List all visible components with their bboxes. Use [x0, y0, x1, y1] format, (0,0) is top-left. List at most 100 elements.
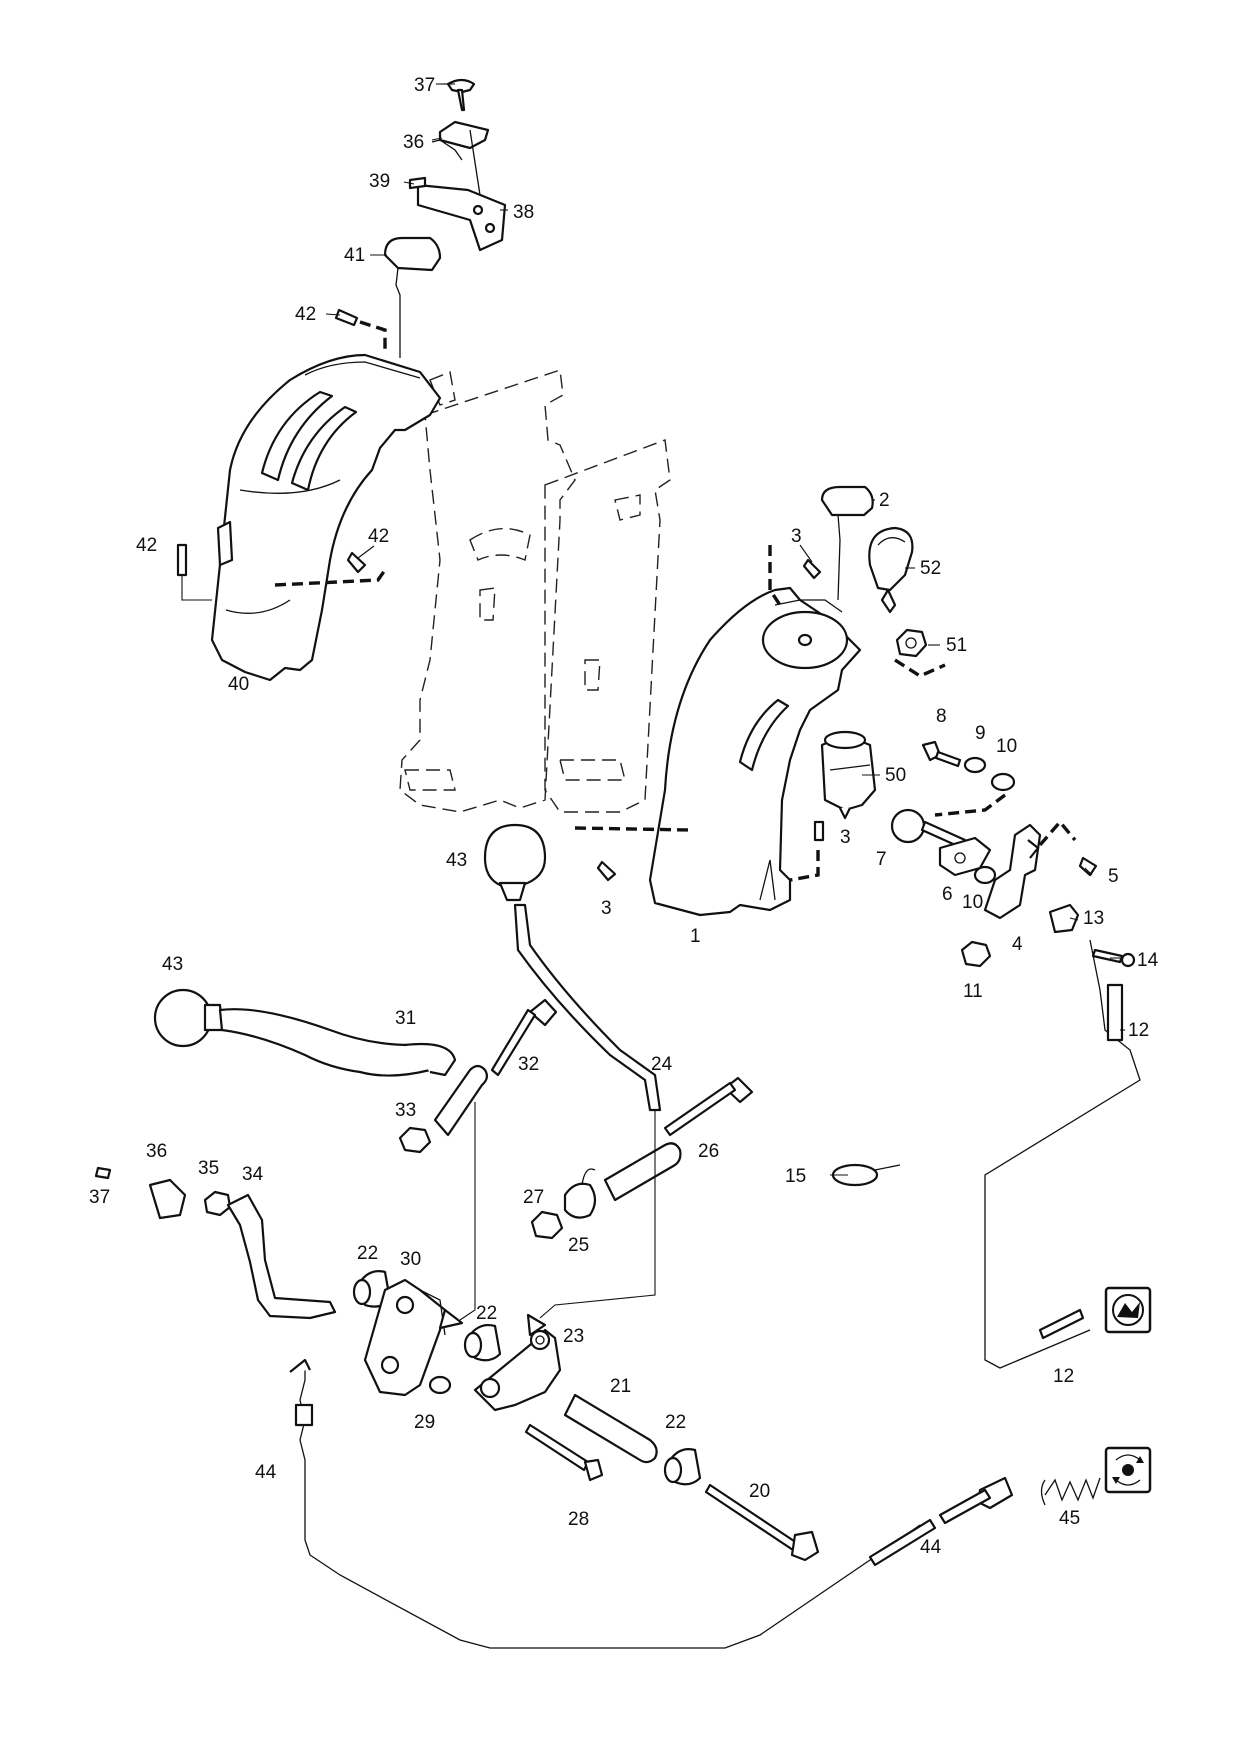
tube-33: [398, 1064, 489, 1154]
screws-3: [574, 558, 825, 882]
top-bracket-group: [408, 78, 507, 252]
bracket-34: [226, 1193, 337, 1320]
washer-10: [973, 865, 997, 885]
label-1: 1: [690, 926, 701, 947]
label-42: 42: [136, 535, 157, 556]
knob-2: [820, 485, 874, 601]
label-26: 26: [698, 1141, 719, 1162]
label-22: 22: [357, 1243, 378, 1264]
label-34: 34: [242, 1164, 264, 1185]
screws-42: [176, 308, 387, 587]
label-10: 10: [962, 892, 983, 913]
label-42: 42: [368, 526, 389, 547]
label-11: 11: [963, 981, 983, 1002]
label-37: 37: [89, 1187, 110, 1208]
knob-41: [383, 236, 442, 358]
bolt-20: [704, 1483, 820, 1562]
label-12: 12: [1053, 1366, 1074, 1387]
left-cover-40: [210, 353, 442, 682]
label-6: 6: [942, 884, 953, 905]
label-leaders: [181, 83, 1125, 1176]
label-35: 35: [198, 1158, 219, 1179]
bushing-22-b: [463, 1323, 502, 1362]
label-50: 50: [885, 765, 906, 786]
nut-51: [768, 545, 946, 678]
label-9: 9: [975, 723, 986, 744]
screw-37: [94, 1166, 112, 1180]
linkage-arrows: [438, 1102, 656, 1337]
label-36: 36: [146, 1141, 167, 1162]
label-29: 29: [414, 1412, 435, 1433]
label-27: 27: [523, 1187, 544, 1208]
label-2: 2: [879, 490, 890, 511]
label-25: 25: [568, 1235, 589, 1256]
bolt-26: [663, 1076, 754, 1137]
label-45: 45: [1059, 1508, 1080, 1529]
nut-11: [960, 940, 992, 968]
callout-labels: 37 36 39 38 41 42 42 42 40 2 3 52 51 8 9…: [89, 75, 1159, 1558]
label-43: 43: [446, 850, 467, 871]
tube-21: [563, 1393, 658, 1464]
label-12: 12: [1128, 1020, 1149, 1041]
label-3: 3: [601, 898, 612, 919]
label-22: 22: [476, 1303, 497, 1324]
label-24: 24: [651, 1054, 673, 1075]
washer-29: [428, 1375, 452, 1395]
plate-23: [473, 1328, 562, 1412]
switch-50: [820, 730, 877, 820]
tube-25-26: [563, 1142, 682, 1219]
label-5: 5: [1108, 866, 1119, 887]
label-8: 8: [936, 706, 947, 727]
nut-35: [203, 1190, 232, 1217]
right-cover-1: [648, 586, 862, 917]
clip-13: [1048, 903, 1080, 934]
label-43: 43: [162, 954, 183, 975]
label-31: 31: [395, 1008, 416, 1029]
label-36: 36: [403, 132, 424, 153]
label-40: 40: [228, 674, 249, 695]
knob-43-lower: [153, 988, 224, 1048]
label-3: 3: [840, 827, 851, 848]
bracket-4: [983, 819, 1077, 920]
label-30: 30: [400, 1249, 421, 1270]
label-20: 20: [749, 1481, 770, 1502]
nut-27: [530, 1210, 564, 1240]
label-37: 37: [414, 75, 435, 96]
label-39: 39: [369, 171, 390, 192]
bolt-32: [490, 998, 558, 1077]
label-3: 3: [791, 526, 802, 547]
knob-43-upper: [483, 823, 547, 902]
label-32: 32: [518, 1054, 539, 1075]
label-4: 4: [1012, 934, 1023, 955]
label-42: 42: [295, 304, 316, 325]
label-21: 21: [610, 1376, 631, 1397]
screw-5: [1078, 856, 1098, 877]
label-41: 41: [344, 245, 365, 266]
label-22: 22: [665, 1412, 686, 1433]
lever-31: [218, 1008, 457, 1077]
cable-44: [289, 1358, 1014, 1649]
label-13: 13: [1083, 908, 1104, 929]
label-14: 14: [1137, 950, 1159, 971]
label-23: 23: [563, 1326, 584, 1347]
bolt-28: [524, 1423, 604, 1482]
label-52: 52: [920, 558, 941, 579]
label-7: 7: [876, 849, 887, 870]
label-51: 51: [946, 635, 967, 656]
cable-12: [984, 939, 1141, 1369]
label-28: 28: [568, 1509, 589, 1530]
bolt-14: [1091, 948, 1136, 968]
label-33: 33: [395, 1100, 416, 1121]
label-38: 38: [513, 202, 534, 223]
key-52: [868, 526, 914, 614]
label-10: 10: [996, 736, 1017, 757]
label-15: 15: [785, 1166, 806, 1187]
frame-panels: [399, 369, 671, 813]
switch-36: [148, 1178, 187, 1220]
label-44: 44: [255, 1462, 277, 1483]
speed-symbol-icon: [1104, 1286, 1152, 1334]
auger-symbol-icon: [1104, 1446, 1152, 1494]
fasteners-8-9-10: [921, 740, 1016, 817]
shift-rod-24: [513, 903, 662, 1112]
